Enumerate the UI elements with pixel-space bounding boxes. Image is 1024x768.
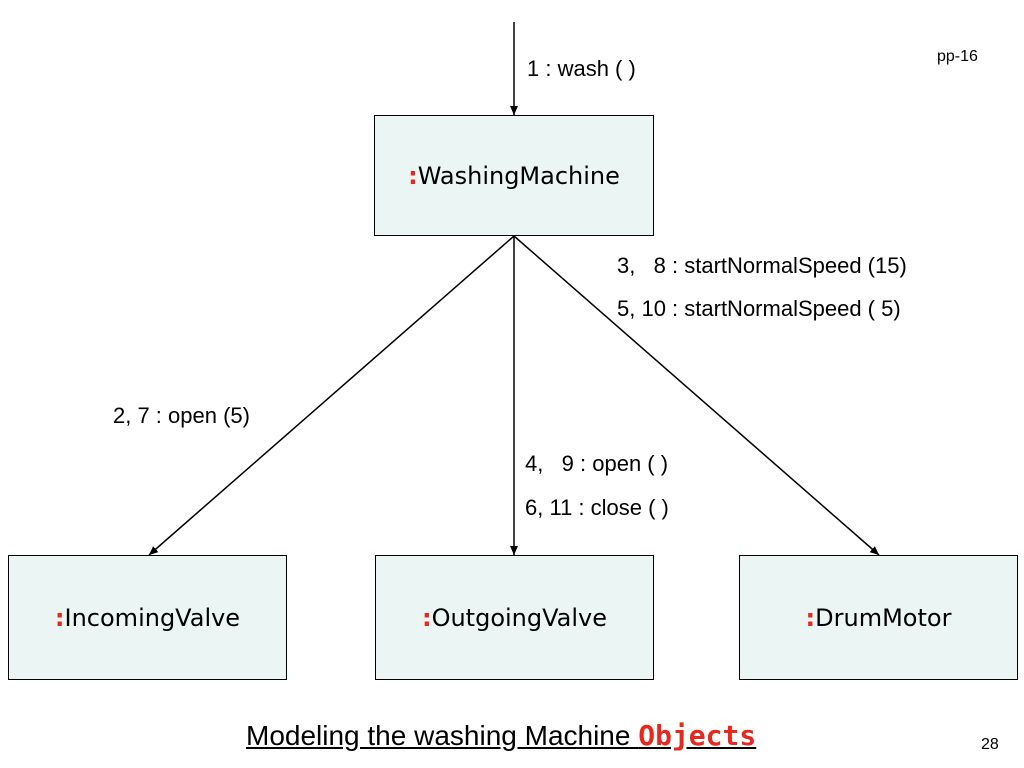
washing-machine-object: :WashingMachine: [374, 115, 654, 236]
object-colon: :: [408, 161, 418, 190]
outgoing-valve-message-2: 6, 11 : close ( ): [525, 495, 669, 520]
slide-title-emphasis: Objects: [638, 719, 757, 752]
object-colon: :: [421, 603, 432, 632]
page-ref: pp-16: [937, 48, 978, 65]
drum-motor-link: [513, 235, 880, 556]
object-colon: :: [805, 603, 816, 632]
incoming-valve-message: 2, 7 : open (5): [113, 403, 250, 428]
drum-motor-label: DrumMotor: [815, 603, 952, 632]
outgoing-valve-label: OutgoingValve: [431, 603, 608, 632]
object-colon: :: [54, 603, 65, 632]
slide-title: Modeling the washing Machine Objects: [246, 722, 756, 750]
incoming-valve-label: IncomingValve: [64, 603, 241, 632]
wash-message: 1 : wash ( ): [527, 56, 636, 81]
motor-message-2: 5, 10 : startNormalSpeed ( 5): [617, 296, 901, 321]
motor-message-1: 3, 8 : startNormalSpeed (15): [617, 253, 907, 278]
slide-title-text: Modeling the washing Machine: [246, 720, 639, 751]
outgoing-valve-message-1: 4, 9 : open ( ): [525, 451, 669, 476]
outgoing-valve-object: :OutgoingValve: [375, 555, 654, 680]
drum-motor-object: :DrumMotor: [739, 555, 1018, 680]
page-number: 28: [981, 736, 999, 753]
incoming-valve-object: :IncomingValve: [8, 555, 287, 680]
incoming-valve-link: [148, 235, 515, 556]
washing-machine-label: WashingMachine: [417, 161, 620, 190]
